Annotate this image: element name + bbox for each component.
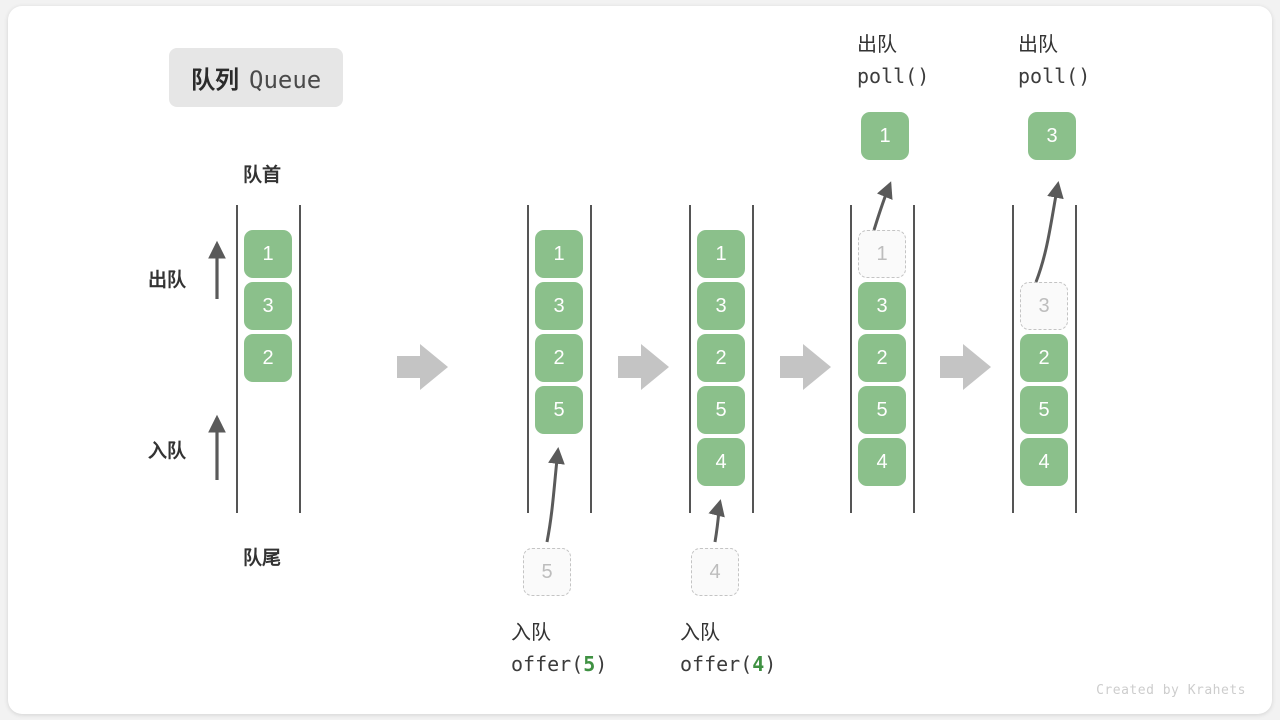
queue-cell: 4 <box>1020 438 1068 486</box>
queue-cell: 2 <box>1020 334 1068 382</box>
operation-caption-poll-3: 出队 poll() <box>1018 30 1090 92</box>
title-english: Queue <box>249 66 322 94</box>
outgoing-element-ghost: 1 <box>858 230 906 278</box>
queue-cell: 2 <box>858 334 906 382</box>
polled-element: 3 <box>1028 112 1076 160</box>
rail-left-panel-3 <box>689 205 691 513</box>
code-argument: 5 <box>583 652 596 676</box>
queue-head-label: 队首 <box>243 165 282 186</box>
transition-arrow-icon <box>397 344 448 390</box>
operation-caption-poll-1: 出队 poll() <box>857 30 929 92</box>
queue-cell: 1 <box>697 230 745 278</box>
code-prefix: offer( <box>680 652 753 676</box>
queue-cell: 5 <box>1020 386 1068 434</box>
queue-cell: 1 <box>244 230 292 278</box>
queue-cell: 2 <box>697 334 745 382</box>
arrow-overlay <box>208 181 1064 543</box>
enqueue-arrow-icon <box>545 447 565 543</box>
operation-caption-code: offer(4) <box>680 649 776 680</box>
queue-cell: 5 <box>697 386 745 434</box>
rail-left-panel-5 <box>1012 205 1014 513</box>
rail-left-panel-4 <box>850 205 852 513</box>
queue-cell: 2 <box>244 334 292 382</box>
queue-cell: 5 <box>535 386 583 434</box>
operation-caption-chinese: 出队 <box>857 34 897 56</box>
operation-caption-code: offer(5) <box>511 649 607 680</box>
operation-caption-offer-5: 入队 offer(5) <box>511 618 607 680</box>
operation-caption-code: poll() <box>1018 61 1090 92</box>
code-argument: 4 <box>752 652 765 676</box>
title-chinese: 队列 <box>191 67 239 94</box>
queue-cell: 3 <box>697 282 745 330</box>
dequeue-arrow-icon <box>872 181 893 231</box>
transition-arrow-icon <box>940 344 991 390</box>
transition-arrow-icon <box>618 344 669 390</box>
dequeue-arrow-icon <box>1034 181 1064 283</box>
outgoing-element-ghost: 3 <box>1020 282 1068 330</box>
dequeue-direction-label: 出队 <box>148 270 187 291</box>
operation-caption-chinese: 入队 <box>511 622 551 644</box>
code-prefix: poll( <box>857 64 918 88</box>
incoming-element-ghost: 4 <box>691 548 739 596</box>
operation-caption-code: poll() <box>857 61 929 92</box>
enqueue-arrow-icon <box>708 499 725 543</box>
rail-left-panel-2 <box>527 205 529 513</box>
code-suffix: ) <box>1078 64 1091 88</box>
code-suffix: ) <box>917 64 930 88</box>
diagram-stage: 队列 Queue 队首 队尾 出队 入队 1 3 2 1 3 2 5 5 <box>8 6 1272 714</box>
rail-right-panel-2 <box>590 205 592 513</box>
queue-cell: 4 <box>858 438 906 486</box>
operation-caption-chinese: 出队 <box>1018 34 1058 56</box>
incoming-element-ghost: 5 <box>523 548 571 596</box>
queue-cell: 3 <box>244 282 292 330</box>
diagram-card: 队列 Queue 队首 队尾 出队 入队 1 3 2 1 3 2 5 5 <box>8 6 1272 714</box>
queue-cell: 2 <box>535 334 583 382</box>
operation-caption-chinese: 入队 <box>680 622 720 644</box>
queue-cell: 1 <box>535 230 583 278</box>
code-suffix: ) <box>595 652 608 676</box>
code-suffix: ) <box>764 652 777 676</box>
rail-right-panel-3 <box>752 205 754 513</box>
diagram-title-badge: 队列 Queue <box>169 48 344 107</box>
polled-element: 1 <box>861 112 909 160</box>
queue-cell: 3 <box>535 282 583 330</box>
rail-left-panel-1 <box>236 205 238 513</box>
operation-caption-offer-4: 入队 offer(4) <box>680 618 776 680</box>
credit-text: Created by Krahets <box>1096 683 1246 698</box>
code-prefix: poll( <box>1018 64 1079 88</box>
rail-right-panel-4 <box>913 205 915 513</box>
enqueue-direction-label: 入队 <box>148 441 187 462</box>
code-prefix: offer( <box>511 652 584 676</box>
transition-arrow-icon <box>780 344 831 390</box>
rail-right-panel-5 <box>1075 205 1077 513</box>
queue-tail-label: 队尾 <box>243 548 282 569</box>
rail-right-panel-1 <box>299 205 301 513</box>
queue-cell: 4 <box>697 438 745 486</box>
queue-cell: 3 <box>858 282 906 330</box>
queue-cell: 5 <box>858 386 906 434</box>
